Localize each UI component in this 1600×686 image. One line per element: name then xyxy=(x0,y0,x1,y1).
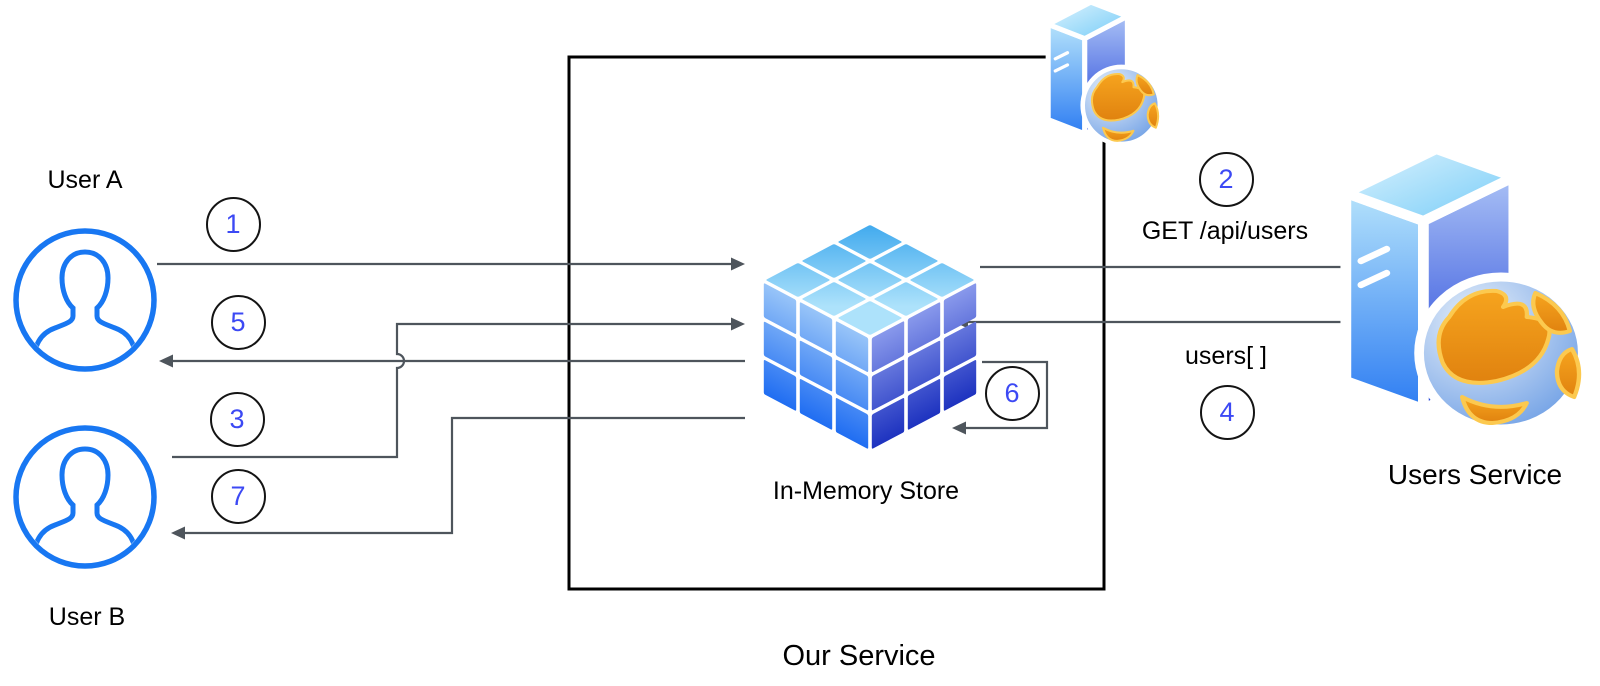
step-2-badge: 2 xyxy=(1198,151,1254,207)
user-a-avatar xyxy=(13,228,157,372)
user-a-label: User A xyxy=(47,166,123,194)
users-service-label: Users Service xyxy=(1387,459,1563,490)
in-memory-store-label: In-Memory Store xyxy=(772,477,960,505)
step-7-badge: 7 xyxy=(210,468,266,524)
step-5-badge: 5 xyxy=(210,294,266,350)
step-3-badge: 3 xyxy=(209,391,265,447)
arrow-step7-response-user-b xyxy=(171,416,745,540)
arrow-step6-cache-self-loop xyxy=(952,360,1049,435)
step-6-badge: 6 xyxy=(984,365,1040,421)
step-4-badge: 4 xyxy=(1199,384,1255,440)
users-service-icon xyxy=(1346,149,1583,429)
step-1-badge: 1 xyxy=(205,196,261,252)
response-message-label: users[ ] xyxy=(1185,342,1267,370)
user-b-avatar xyxy=(13,425,157,569)
our-service-label: Our Service xyxy=(782,640,936,672)
user-b-label: User B xyxy=(48,603,126,631)
arrow-step5-response-user-a xyxy=(159,354,745,368)
memory-cube-icon xyxy=(763,225,977,449)
arrow-step1-user-a-request xyxy=(157,257,745,271)
request-message-label: GET /api/users xyxy=(1141,217,1309,245)
our-service-host-icon xyxy=(1048,2,1160,144)
